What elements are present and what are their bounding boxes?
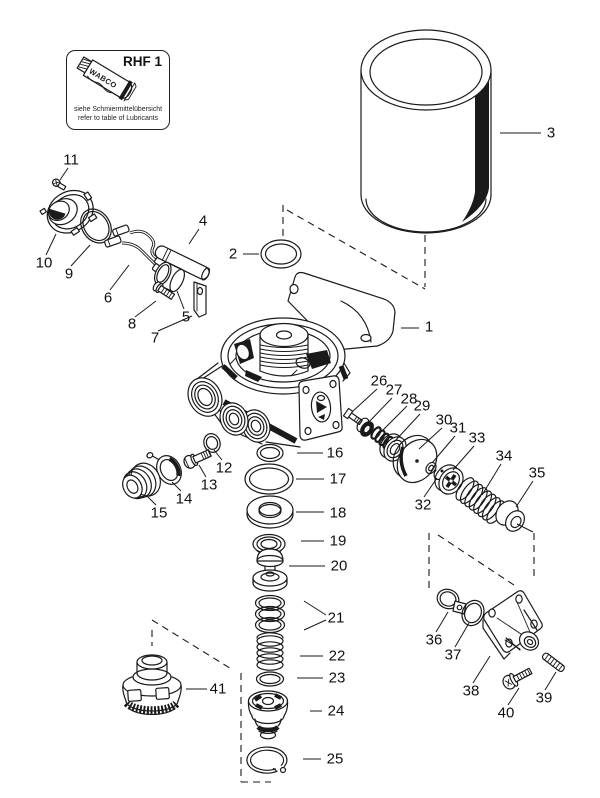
part-11-screw: [51, 178, 67, 191]
part-33-valve-plate: [434, 464, 464, 495]
lubricant-note-de: siehe Schmiermittelübersicht: [73, 105, 163, 113]
part-7-bracket: [193, 281, 207, 318]
part-5-sensor-sleeve: [154, 261, 186, 293]
part-13-valve-bolt: [183, 449, 212, 469]
part-36-valve-insert: [436, 588, 467, 615]
lubricant-tube-drawing: WABCO: [76, 56, 137, 102]
part-39-stud: [541, 652, 565, 673]
leader-lines: [45, 132, 557, 760]
part-10-cover-cap: [39, 189, 98, 236]
part-23-o-ring: [255, 671, 285, 687]
part-1-valve-housing: [187, 271, 396, 448]
part-22-spring: [256, 632, 284, 671]
part-21-o-ring-set: [254, 594, 286, 634]
part-25-snap-ring: [246, 746, 288, 774]
part-31-washer: [425, 461, 437, 475]
construction-lines: [151, 205, 535, 783]
part-27-seal-cup: [356, 417, 374, 437]
part-14-valve-disc: [146, 452, 182, 485]
part-8-screw: [152, 281, 176, 300]
part-16-o-ring: [256, 443, 284, 463]
part-3-desiccant-cartridge: [360, 29, 492, 234]
part-18-washer: [246, 495, 294, 529]
part-20-valve-piston: [252, 548, 288, 592]
lubricant-info-box: RHF 1 siehe Schmiermittelübersicht refer…: [66, 50, 170, 130]
lubricant-note: siehe Schmiermittelübersicht refer to ta…: [67, 105, 169, 124]
part-38-flange-cover: [482, 590, 543, 660]
part-41-silencer: [122, 654, 182, 716]
part-15-ribbed-plug: [122, 462, 161, 500]
part-40-screw: [502, 667, 533, 690]
part-2-o-ring: [260, 239, 302, 269]
part-35-adjusting-plug: [495, 500, 525, 532]
lubricant-note-en: refer to table of Lubricants: [77, 115, 159, 123]
part-34-pressure-spring: [455, 477, 506, 524]
lubricant-code: RHF 1: [122, 54, 162, 69]
part-17-o-ring: [244, 463, 294, 495]
part-24-exhaust-valve: [247, 690, 289, 740]
